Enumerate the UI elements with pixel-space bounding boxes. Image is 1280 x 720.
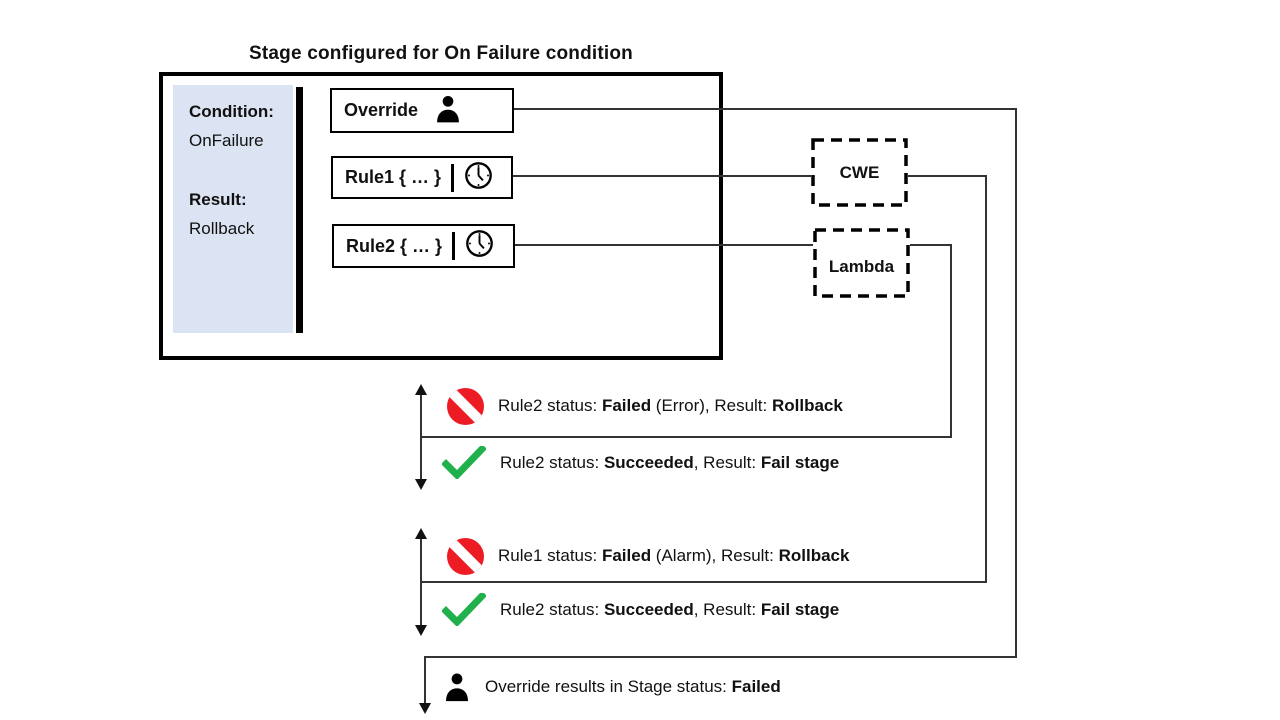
cwe-box: CWE (811, 138, 908, 207)
connector-lambda-out (910, 244, 952, 246)
outcome-text: Rule2 status: Succeeded, Result: Fail st… (500, 452, 840, 472)
group2-arrow-down (415, 625, 427, 636)
clock-icon (463, 160, 494, 196)
person-icon (434, 94, 462, 128)
no-entry-icon (447, 387, 484, 425)
rule1-box: Rule1 { … } (331, 156, 513, 199)
outcome-text: Override results in Stage status: Failed (485, 676, 781, 696)
outcome-row: Rule2 status: Failed (Error), Result: Ro… (447, 387, 843, 425)
dashed-border (811, 138, 908, 207)
no-entry-slash (447, 537, 484, 575)
rule1-label: Rule1 { … } (345, 167, 442, 187)
connector-cwe-vertical (985, 175, 987, 583)
outcome-row: Rule2 status: Succeeded, Result: Fail st… (442, 446, 839, 479)
override-box: Override (330, 88, 514, 133)
group1-arrow-down (415, 479, 427, 490)
group1-baseline (421, 436, 951, 438)
group2-baseline (421, 581, 987, 583)
group3-arrow-down (419, 703, 431, 714)
result-value: Rollback (189, 219, 255, 238)
separator-bar (452, 232, 456, 260)
rule2-box: Rule2 { … } (332, 224, 515, 268)
outcome-row: Rule2 status: Succeeded, Result: Fail st… (442, 593, 839, 626)
stage-meta-panel: Condition: OnFailure Result: Rollback (173, 85, 293, 333)
clock-icon (464, 228, 495, 264)
panel-spacer (189, 155, 293, 185)
result-label: Result: (189, 190, 247, 209)
person-icon (443, 671, 471, 702)
lambda-box: Lambda (813, 228, 910, 298)
connector-lambda-vertical (950, 244, 952, 438)
connector-cwe-out (908, 175, 987, 177)
separator-bar (451, 163, 455, 192)
dashed-border (813, 228, 910, 298)
group2-arrow-up (415, 528, 427, 539)
check-icon (442, 446, 486, 479)
cwe-label: CWE (839, 162, 880, 182)
no-entry-slash (447, 387, 484, 425)
group3-arrow-line (424, 656, 426, 706)
connector-rule2-to-lambda (515, 244, 813, 246)
no-entry-icon (447, 537, 484, 575)
check-icon (442, 593, 486, 626)
stage-divider-bar (296, 87, 303, 333)
outcome-text: Rule1 status: Failed (Alarm), Result: Ro… (498, 546, 850, 565)
outcome-text: Rule2 status: Succeeded, Result: Fail st… (500, 599, 840, 619)
condition-value: OnFailure (189, 131, 264, 150)
condition-label: Condition: (189, 102, 274, 121)
outcome-row: Rule1 status: Failed (Alarm), Result: Ro… (447, 537, 849, 575)
outcome-row: Override results in Stage status: Failed (443, 670, 781, 703)
group3-baseline (425, 656, 1017, 658)
rule2-label: Rule2 { … } (346, 235, 443, 256)
group1-arrow-up (415, 384, 427, 395)
connector-override-vertical (1015, 108, 1017, 658)
lambda-label: Lambda (828, 257, 895, 276)
connector-override-horizontal (514, 108, 1017, 110)
stage-box (159, 72, 723, 360)
override-label: Override (344, 100, 419, 120)
diagram-title: Stage configured for On Failure conditio… (249, 43, 633, 64)
connector-rule1-to-cwe (513, 175, 811, 177)
outcome-text: Rule2 status: Failed (Error), Result: Ro… (498, 396, 843, 415)
